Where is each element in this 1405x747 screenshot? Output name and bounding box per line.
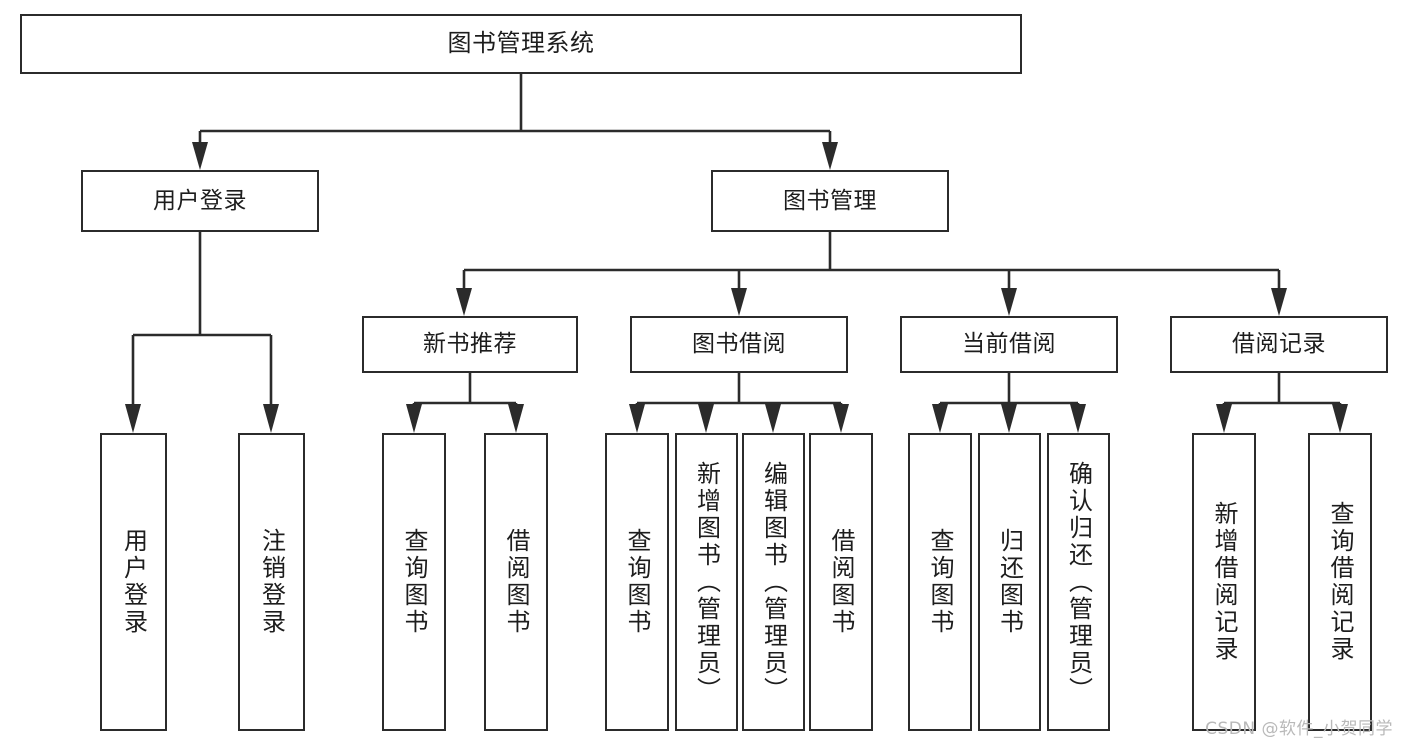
node-leaf-query-record-label: 查询借阅记录 [1326, 501, 1354, 663]
arrowhead-leaf-add-record [1216, 404, 1232, 433]
node-borrow-record[interactable]: 借阅记录 [1170, 316, 1388, 373]
node-leaf-return-book-label: 归还图书 [995, 528, 1024, 636]
arrowhead-leaf-query-book-a [406, 404, 422, 433]
node-new-book-recommend[interactable]: 新书推荐 [362, 316, 578, 373]
node-leaf-confirm-return[interactable]: 确认归还（管理员） [1047, 433, 1110, 731]
node-leaf-add-book[interactable]: 新增图书（管理员） [675, 433, 738, 731]
arrowhead-book-borrow [731, 288, 747, 316]
node-leaf-add-record-label: 新增借阅记录 [1210, 501, 1238, 663]
arrowhead-leaf-query-record [1332, 404, 1348, 433]
node-leaf-borrow-book-a-label: 借阅图书 [502, 528, 530, 636]
node-current-borrow-label: 当前借阅 [962, 331, 1056, 358]
node-leaf-query-book-b[interactable]: 查询图书 [605, 433, 669, 731]
node-leaf-edit-book[interactable]: 编辑图书（管理员） [742, 433, 805, 731]
node-book-borrow[interactable]: 图书借阅 [630, 316, 848, 373]
node-user-login[interactable]: 用户登录 [81, 170, 319, 232]
arrowhead-user-login [192, 142, 208, 170]
node-root-label: 图书管理系统 [447, 29, 595, 58]
arrowhead-book-mgmt [822, 142, 838, 170]
node-root[interactable]: 图书管理系统 [20, 14, 1022, 74]
arrowhead-leaf-borrow-book-b [833, 404, 849, 433]
node-leaf-query-book-b-label: 查询图书 [623, 528, 651, 636]
arrowhead-leaf-edit-book [765, 404, 781, 433]
node-leaf-query-book-c-label: 查询图书 [926, 528, 954, 636]
arrowhead-leaf-confirm-return [1070, 404, 1086, 433]
arrowhead-leaf-return-book [1001, 404, 1017, 433]
node-leaf-query-book-c[interactable]: 查询图书 [908, 433, 972, 731]
node-new-book-recommend-label: 新书推荐 [423, 331, 517, 358]
node-leaf-borrow-book-b[interactable]: 借阅图书 [809, 433, 873, 731]
node-leaf-user-login-label: 用户登录 [119, 528, 148, 636]
arrowhead-borrow-record [1271, 288, 1287, 316]
arrowhead-current-borrow [1001, 288, 1017, 316]
arrowhead-new-book-rec [456, 288, 472, 316]
node-leaf-confirm-return-label: 确认归还（管理员） [1064, 460, 1093, 704]
node-leaf-logout[interactable]: 注销登录 [238, 433, 305, 731]
node-leaf-user-login[interactable]: 用户登录 [100, 433, 167, 731]
node-borrow-record-label: 借阅记录 [1232, 331, 1326, 358]
node-book-management[interactable]: 图书管理 [711, 170, 949, 232]
node-leaf-query-book-a[interactable]: 查询图书 [382, 433, 446, 731]
node-user-login-label: 用户登录 [153, 187, 247, 214]
node-current-borrow[interactable]: 当前借阅 [900, 316, 1118, 373]
arrowhead-leaf-borrow-book-a [508, 404, 524, 433]
csdn-watermark: CSDN @软件_小贺同学 [1205, 719, 1393, 739]
node-leaf-add-record[interactable]: 新增借阅记录 [1192, 433, 1256, 731]
arrowhead-leaf-logout [263, 404, 279, 433]
node-book-borrow-label: 图书借阅 [692, 331, 786, 358]
node-leaf-query-book-a-label: 查询图书 [400, 528, 428, 636]
arrowhead-leaf-user-login [125, 404, 141, 433]
node-book-management-label: 图书管理 [783, 187, 877, 214]
node-leaf-logout-label: 注销登录 [257, 528, 286, 636]
node-leaf-borrow-book-a[interactable]: 借阅图书 [484, 433, 548, 731]
arrowhead-leaf-query-book-b [629, 404, 645, 433]
node-leaf-borrow-book-b-label: 借阅图书 [827, 528, 855, 636]
node-leaf-return-book[interactable]: 归还图书 [978, 433, 1041, 731]
arrowhead-leaf-query-book-c [932, 404, 948, 433]
node-leaf-query-record[interactable]: 查询借阅记录 [1308, 433, 1372, 731]
arrowhead-leaf-add-book [698, 404, 714, 433]
node-leaf-add-book-label: 新增图书（管理员） [692, 460, 721, 704]
node-leaf-edit-book-label: 编辑图书（管理员） [759, 460, 788, 704]
